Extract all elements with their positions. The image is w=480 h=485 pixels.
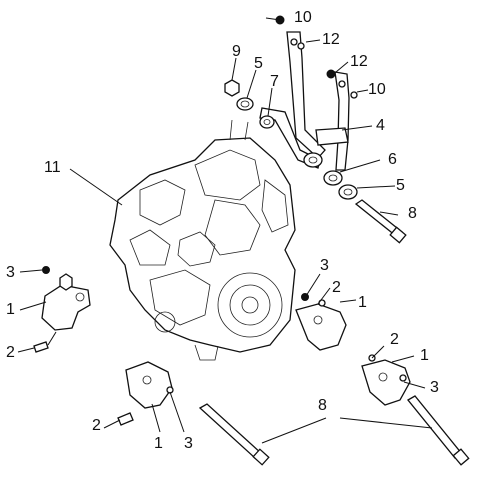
callout-label: 2 [390, 331, 399, 348]
middle-right-mount-bracket [295, 293, 347, 351]
lower-center-long-bolt [198, 403, 270, 466]
callout-label: 3 [6, 264, 15, 281]
callout-label: 2 [92, 417, 101, 434]
callout-label: 5 [396, 177, 405, 194]
callout-label: 5 [254, 55, 263, 72]
engine-block [109, 119, 296, 361]
upper-long-bolt [354, 199, 407, 244]
callout-label: 1 [358, 294, 367, 311]
callout-label: 2 [6, 344, 15, 361]
callout-label: 12 [322, 31, 340, 48]
callout-label: 3 [184, 435, 193, 452]
callout-label: 1 [420, 347, 429, 364]
callout-label: 9 [232, 43, 241, 60]
upper-fasteners [224, 15, 358, 200]
leader-lines [17, 17, 433, 444]
lower-right-mount-bracket [361, 354, 411, 406]
callout-label: 7 [270, 73, 279, 90]
callout-label: 1 [6, 301, 15, 318]
left-mount-bracket [33, 266, 91, 353]
callout-label: 2 [332, 279, 341, 296]
lower-right-long-bolt [407, 395, 470, 466]
callout-label: 4 [376, 117, 385, 134]
callout-label: 1 [154, 435, 163, 452]
lower-center-mount-bracket [117, 361, 174, 426]
callout-label: 10 [368, 81, 386, 98]
upper-hanger-bracket [259, 31, 350, 171]
callout-label: 12 [350, 53, 368, 70]
callout-label: 3 [320, 257, 329, 274]
callout-label: 8 [408, 205, 417, 222]
callout-label: 8 [318, 397, 327, 414]
callout-label: 11 [44, 159, 61, 176]
callout-label: 10 [294, 9, 312, 26]
callout-label: 3 [430, 379, 439, 396]
callout-label: 6 [388, 151, 397, 168]
